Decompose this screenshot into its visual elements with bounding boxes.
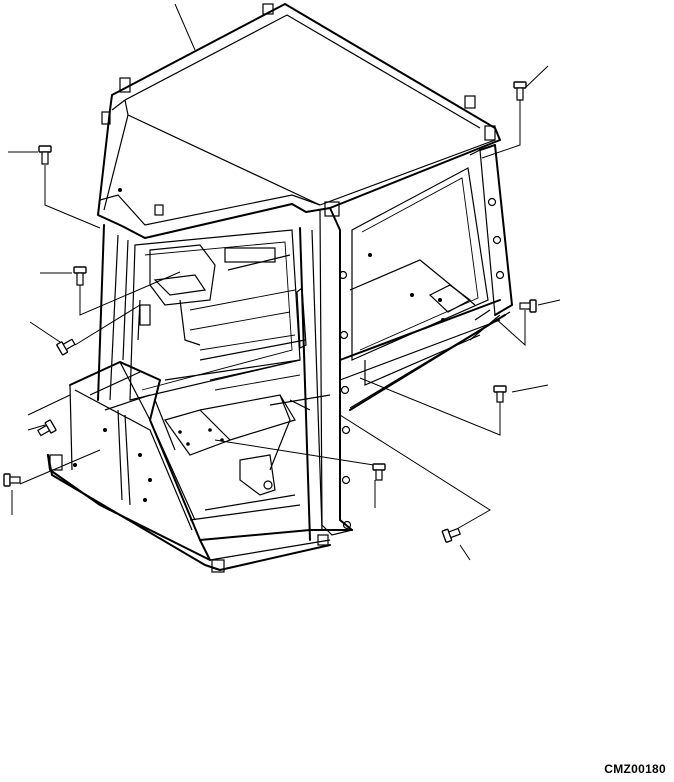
bolt-right-mid: [519, 299, 537, 313]
drawing-code-label: CMZ00180: [604, 762, 666, 776]
front-frame: [47, 224, 353, 573]
bolt-center: [372, 463, 386, 481]
bolt-seat-left: [37, 419, 57, 437]
bolt-base-left: [3, 473, 21, 487]
bolt-upper-left: [38, 145, 52, 165]
bolt-top-right: [513, 81, 527, 101]
rear-frame: [319, 144, 513, 536]
bolt-bottom-center: [441, 527, 461, 543]
leader-lines: [8, 3, 561, 561]
roof-panel: [97, 3, 501, 239]
bolts: [3, 81, 537, 543]
bolt-left-lower: [56, 338, 76, 356]
bolt-mid-left: [73, 266, 87, 286]
bolt-right-lower: [493, 385, 507, 403]
